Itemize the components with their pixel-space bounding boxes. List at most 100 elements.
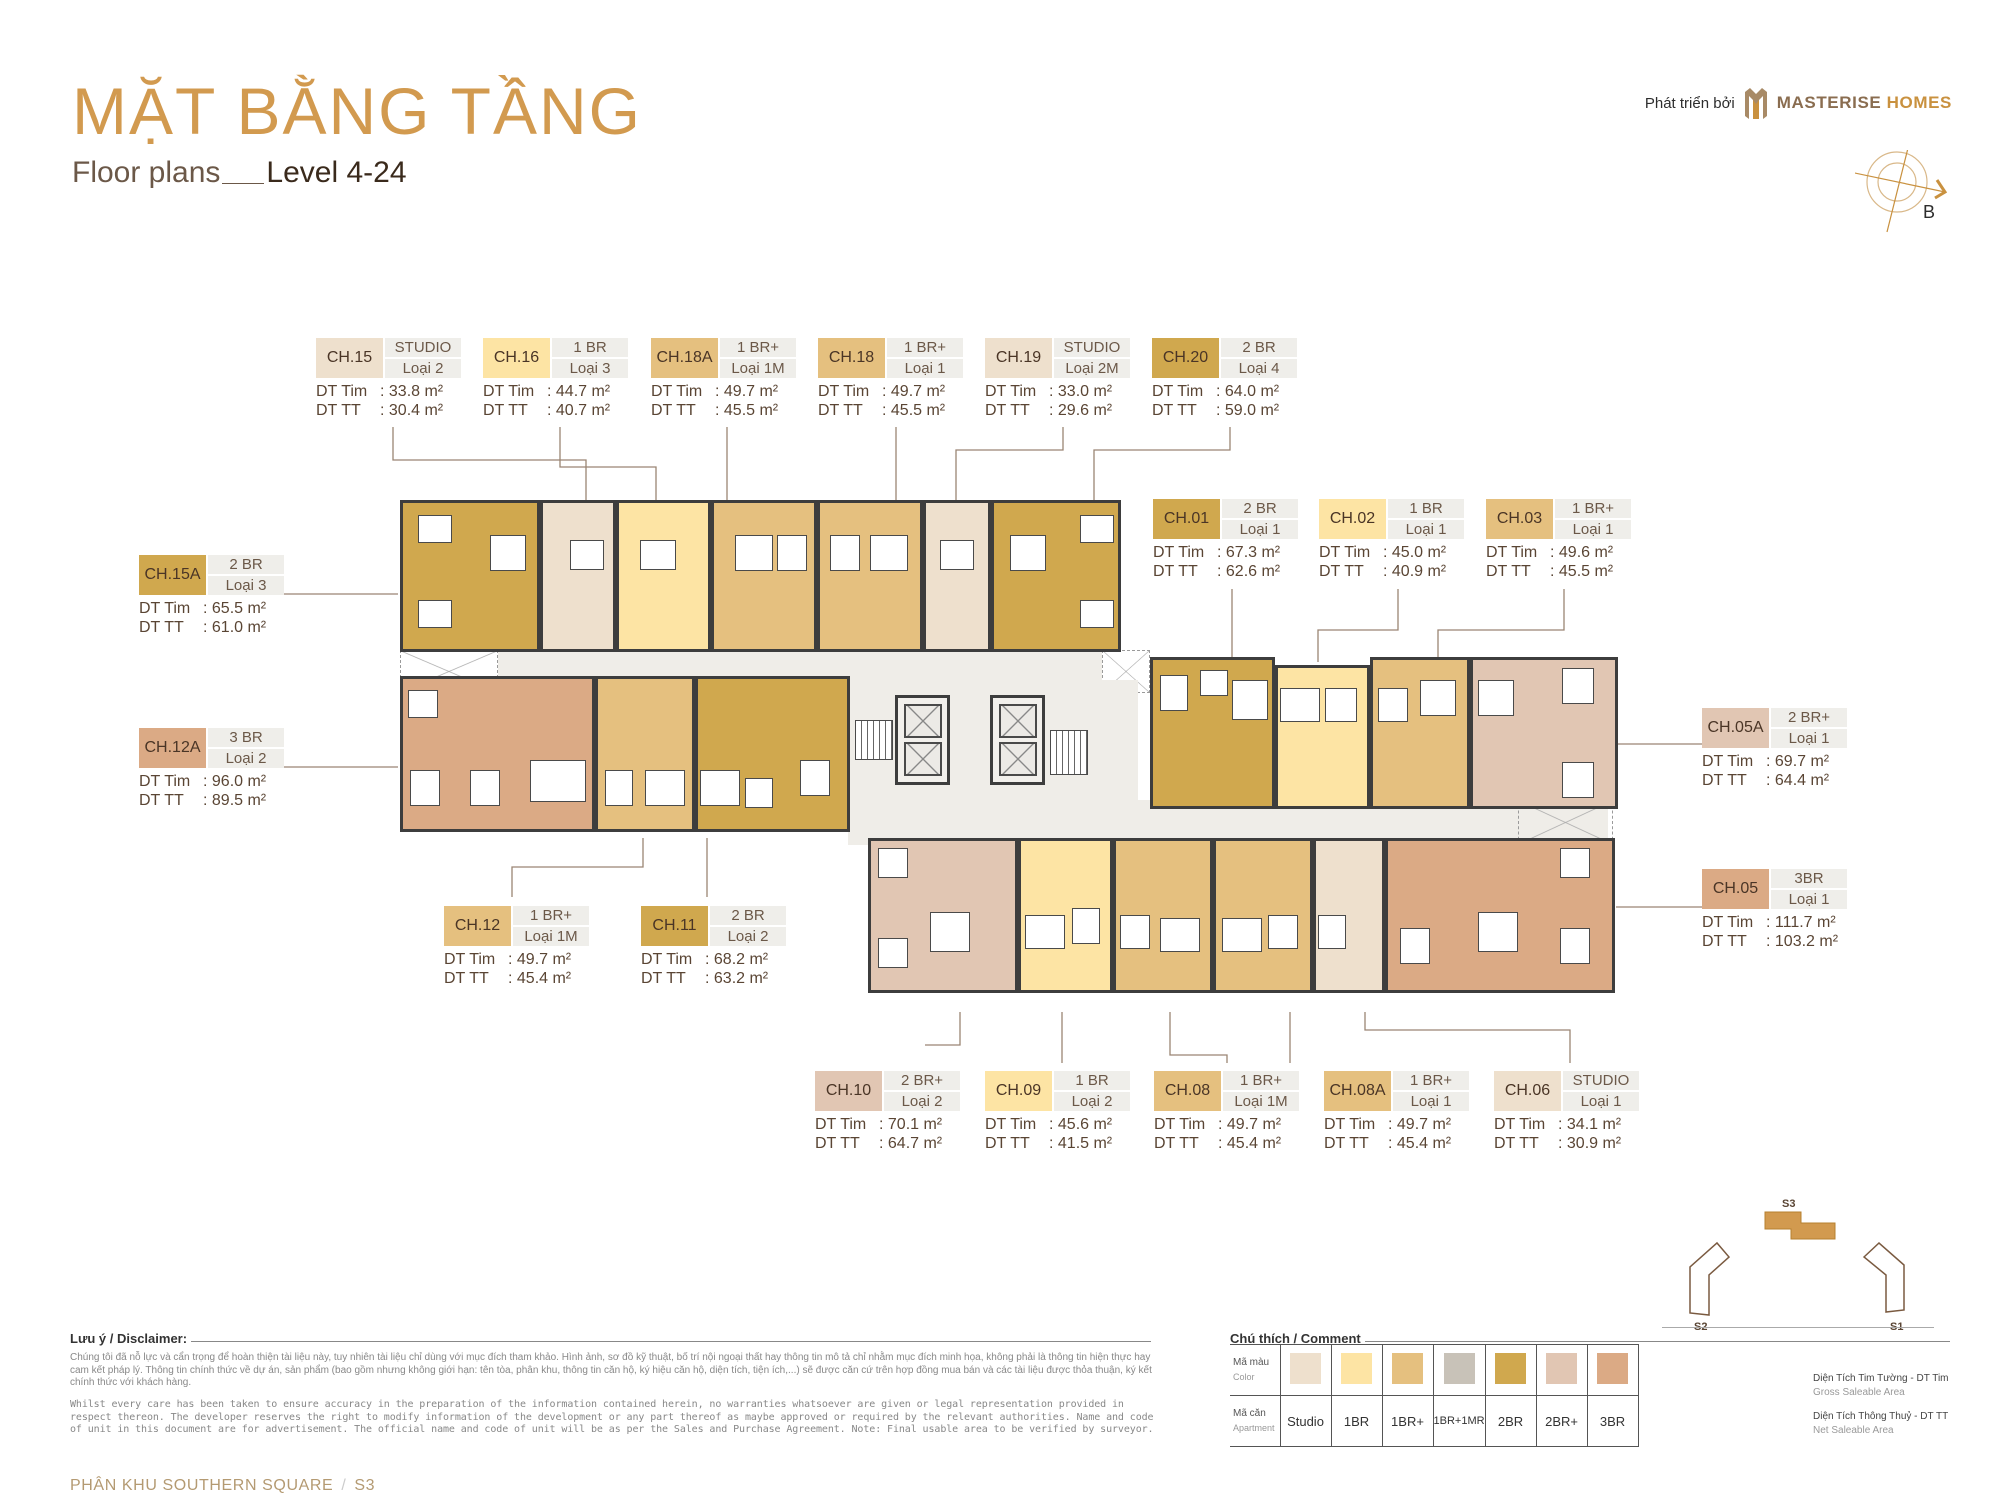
brand-prefix: Phát triển bởi bbox=[1644, 94, 1735, 112]
sofa-icon bbox=[1222, 918, 1262, 952]
site-key-map: S3 S2 S1 bbox=[1689, 1198, 1905, 1333]
unit-type: STUDIO bbox=[385, 338, 461, 357]
legend-title: Chú thích / Comment bbox=[1230, 1331, 1950, 1346]
unit-variant: Loại 4 bbox=[1221, 359, 1297, 378]
bed-icon bbox=[410, 770, 440, 806]
bed-icon bbox=[1200, 670, 1228, 696]
unit-ch18[interactable] bbox=[817, 500, 923, 652]
unit-label-ch12[interactable]: CH.12 1 BR+Loại 1M DT Tim: 49.7 m² DT TT… bbox=[444, 906, 634, 988]
unit-ch15[interactable] bbox=[540, 500, 616, 652]
unit-type: STUDIO bbox=[1054, 338, 1130, 357]
bed-icon bbox=[777, 535, 807, 571]
gross-area: : 68.2 m² bbox=[705, 951, 769, 968]
unit-code: CH.16 bbox=[483, 338, 550, 378]
legend-swatch-1br1mr bbox=[1432, 1344, 1486, 1396]
unit-label-ch10[interactable]: CH.10 2 BR+Loại 2 DT Tim: 70.1 m² DT TT:… bbox=[815, 1071, 1005, 1153]
bed-icon bbox=[570, 540, 604, 570]
net-area-definition: Diện Tích Thông Thuỷ - DT TT bbox=[1813, 1411, 1949, 1422]
unit-label-ch03[interactable]: CH.03 1 BR+Loại 1 DT Tim: 49.6 m² DT TT:… bbox=[1486, 499, 1676, 581]
gross-area: : 96.0 m² bbox=[203, 773, 267, 790]
bed-icon bbox=[1378, 688, 1408, 722]
bed-icon bbox=[1562, 762, 1594, 798]
unit-ch08[interactable] bbox=[1113, 838, 1213, 993]
brand-name: MASTERISE HOMES bbox=[1776, 93, 1952, 112]
legend-swatch-2br bbox=[1484, 1344, 1537, 1396]
gross-area: : 111.7 m² bbox=[1766, 914, 1836, 931]
bed-icon bbox=[418, 600, 452, 628]
building-s2-outline bbox=[1689, 1241, 1731, 1316]
unit-ch08a[interactable] bbox=[1213, 838, 1313, 993]
unit-code: CH.02 bbox=[1319, 499, 1386, 539]
net-area: : 45.5 m² bbox=[715, 402, 779, 419]
bed-icon bbox=[470, 770, 500, 806]
bed-icon bbox=[1080, 515, 1114, 543]
sofa-icon bbox=[1478, 680, 1514, 716]
bed-icon bbox=[408, 690, 438, 718]
bed-icon bbox=[1072, 908, 1100, 944]
unit-ch19[interactable] bbox=[923, 500, 991, 652]
subtitle-rule bbox=[222, 183, 265, 184]
bed-icon bbox=[830, 535, 860, 571]
legend-swatch-3br bbox=[1586, 1344, 1639, 1396]
svg-text:B: B bbox=[1923, 202, 1935, 222]
svg-text:S3: S3 bbox=[1782, 1198, 1795, 1210]
bed-icon bbox=[878, 848, 908, 878]
unit-ch18a[interactable] bbox=[711, 500, 817, 652]
legend-label: 2BR+ bbox=[1535, 1395, 1588, 1447]
legend-label: Studio bbox=[1279, 1395, 1332, 1447]
unit-ch12[interactable] bbox=[595, 676, 695, 832]
lift-icon bbox=[999, 704, 1037, 738]
legend-swatch-studio bbox=[1279, 1344, 1332, 1396]
unit-type: 1 BR+ bbox=[887, 338, 963, 357]
unit-code: CH.11 bbox=[641, 906, 708, 946]
net-area: : 45.4 m² bbox=[1218, 1135, 1282, 1152]
gross-area: : 70.1 m² bbox=[879, 1116, 943, 1133]
unit-ch16[interactable] bbox=[616, 500, 711, 652]
sofa-icon bbox=[645, 770, 685, 806]
sofa-icon bbox=[530, 760, 586, 802]
legend-label: 1BR bbox=[1330, 1395, 1383, 1447]
sofa-icon bbox=[1232, 680, 1268, 720]
unit-label-ch08[interactable]: CH.08 1 BR+Loại 1M DT Tim: 49.7 m² DT TT… bbox=[1154, 1071, 1344, 1153]
bed-icon bbox=[1268, 915, 1298, 949]
staircase-left bbox=[855, 720, 893, 760]
unit-variant: Loại 2 bbox=[710, 927, 786, 946]
unit-ch11[interactable] bbox=[695, 676, 850, 832]
unit-label-ch05a[interactable]: CH.05A 2 BR+Loại 1 DT Tim: 69.7 m² DT TT… bbox=[1702, 708, 1892, 790]
unit-code: CH.15A bbox=[139, 555, 206, 595]
bed-icon bbox=[878, 938, 908, 968]
unit-variant: Loại 1 bbox=[1393, 1092, 1469, 1111]
legend-swatch-1br bbox=[1330, 1344, 1383, 1396]
net-area: : 30.9 m² bbox=[1558, 1135, 1622, 1152]
unit-ch02[interactable] bbox=[1275, 665, 1370, 809]
lift-shaft-right bbox=[990, 695, 1045, 785]
net-area: : 40.7 m² bbox=[547, 402, 611, 419]
unit-label-ch18a[interactable]: CH.18A 1 BR+Loại 1M DT Tim: 49.7 m² DT T… bbox=[651, 338, 841, 420]
unit-code: CH.09 bbox=[985, 1071, 1052, 1111]
lift-icon bbox=[904, 742, 942, 776]
unit-code: CH.06 bbox=[1494, 1071, 1561, 1111]
level-range: Level 4-24 bbox=[266, 156, 407, 189]
unit-label-ch08a[interactable]: CH.08A 1 BR+Loại 1 DT Tim: 49.7 m² DT TT… bbox=[1324, 1071, 1514, 1153]
unit-variant: Loại 2M bbox=[1054, 359, 1130, 378]
gross-area: : 49.6 m² bbox=[1550, 544, 1614, 561]
net-area: : 89.5 m² bbox=[203, 792, 267, 809]
net-area: : 103.2 m² bbox=[1766, 933, 1839, 950]
building-s3-highlight bbox=[1764, 1211, 1836, 1240]
unit-type: 2 BR bbox=[208, 555, 284, 574]
unit-label-ch18[interactable]: CH.18 1 BR+Loại 1 DT Tim: 49.7 m² DT TT:… bbox=[818, 338, 1008, 420]
